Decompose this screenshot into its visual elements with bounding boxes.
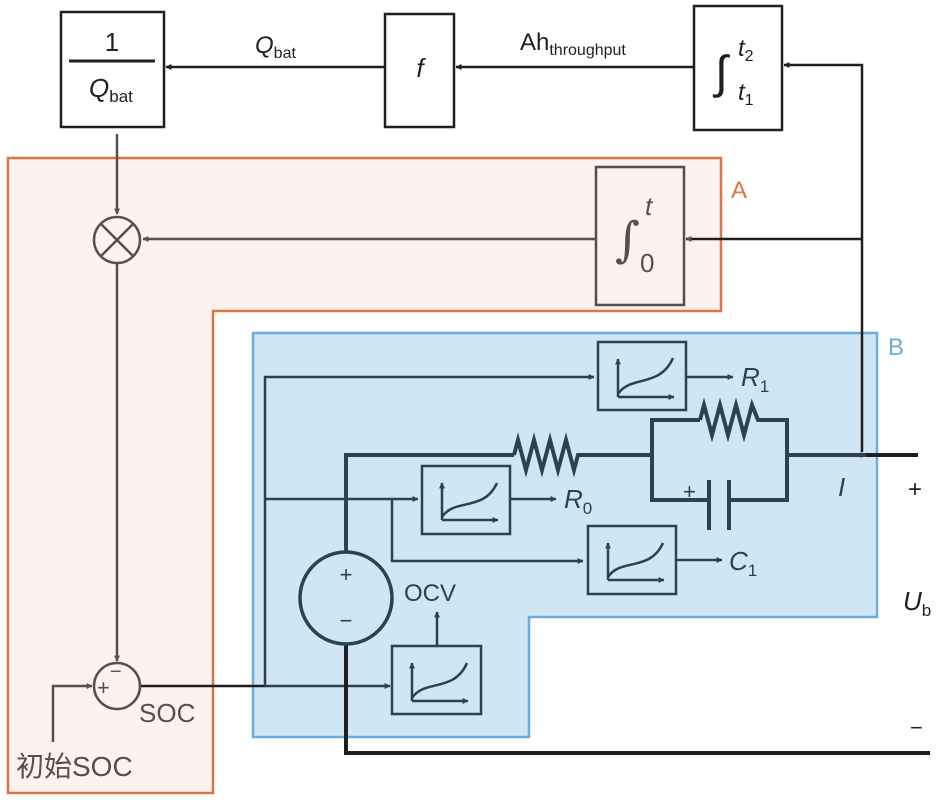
main-circuit (344, 397, 930, 755)
inverse-capacity-numerator: 1 (105, 27, 119, 57)
inverse-capacity-q: Q (89, 73, 109, 103)
throughput-integrator-block: ∫ t2 t1 (692, 4, 784, 132)
r0-label: R0 (564, 484, 592, 518)
svg-text:Qbat: Qbat (89, 73, 133, 106)
source-minus: − (340, 608, 353, 633)
voltage-source: + − (298, 550, 394, 646)
c1-label: C1 (729, 546, 757, 580)
resistor-r0-icon (512, 432, 652, 478)
current-integrator-block: ∫ t 0 (594, 165, 686, 307)
soc-label: SOC (139, 698, 195, 728)
inverse-capacity-sub: bat (109, 87, 133, 106)
signal-q-bat: Qbat (255, 32, 296, 62)
lookup-ocv-block (390, 644, 483, 716)
integrator-upper-limit: t (645, 191, 654, 221)
integrator-upper-sub: 2 (745, 48, 754, 65)
current-label: I (838, 472, 845, 502)
lookup-r0-block (420, 464, 512, 536)
integral-symbol-icon: ∫ (712, 46, 730, 98)
summing-junction: + − (92, 661, 142, 711)
integrator-lower-limit: 0 (640, 248, 654, 278)
ocv-label: OCV (404, 580, 456, 607)
multiplier-junction (92, 215, 142, 265)
capacitor-polarity: + (683, 479, 696, 504)
aging-function-block: f (383, 12, 456, 129)
integral-symbol-icon: ∫ (615, 212, 640, 268)
region-a-label: A (731, 177, 747, 204)
curve-graph-icon (605, 542, 665, 583)
integrator-lower-t: t (738, 79, 746, 106)
initial-soc-label: 初始SOC (16, 751, 133, 782)
svg-text:t2: t2 (738, 35, 754, 65)
r1-label: R1 (741, 362, 769, 396)
curve-graph-icon (409, 662, 469, 704)
curve-graph-icon (615, 357, 675, 400)
resistor-r1-icon (698, 397, 789, 455)
lookup-r1-block (596, 340, 688, 412)
sum-plus-sign: + (97, 675, 110, 700)
terminal-minus-label: − (910, 715, 923, 740)
soc-distribution-wires (263, 374, 595, 689)
region-b-label: B (888, 334, 904, 361)
integrator-upper-t: t (738, 35, 746, 62)
aging-function-label: f (416, 53, 426, 83)
curve-graph-icon (439, 482, 499, 523)
sum-minus-sign: − (110, 661, 122, 683)
signal-ah-throughput: Ahthroughput (520, 29, 626, 59)
inverse-capacity-block: 1 Qbat (59, 10, 166, 129)
region-b (251, 331, 879, 739)
region-a (6, 156, 723, 795)
wire-current-to-throughput (783, 62, 864, 452)
terminal-voltage-label: Ub (903, 586, 931, 620)
lookup-c1-block (586, 524, 678, 596)
terminal-plus-label: + (908, 476, 922, 503)
wire-initial-soc-to-sum (51, 683, 93, 742)
source-plus: + (340, 562, 353, 587)
svg-text:t1: t1 (738, 79, 754, 109)
integrator-lower-sub: 1 (745, 92, 754, 109)
